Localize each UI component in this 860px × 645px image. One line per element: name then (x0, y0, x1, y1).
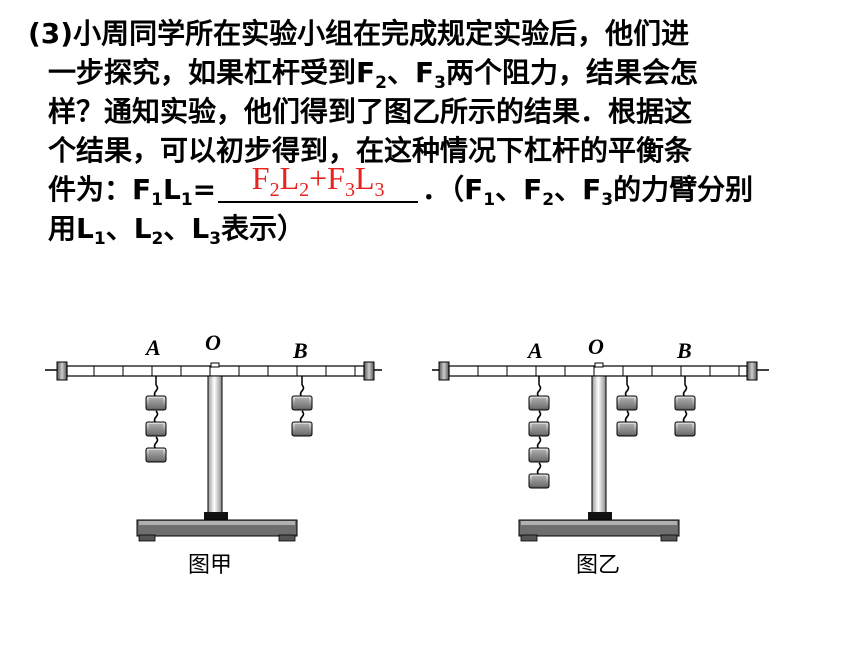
lever-figure-right: A O B 图乙 (432, 334, 769, 578)
label-o-right: O (588, 334, 604, 359)
question-line-6: 用L1、L2、L3表示） (48, 212, 306, 249)
answer-blank: F2L2+F3L3 (218, 160, 419, 203)
question-line-2: 一步探究，如果杠杆受到F2、F3两个阻力，结果会怎 (48, 56, 698, 93)
question-text: (3)小周同学所在实验小组在完成规定实验后，他们进 一步探究，如果杠杆受到F2、… (28, 14, 848, 248)
caption-right: 图乙 (576, 553, 620, 578)
label-b-right: B (676, 338, 692, 363)
label-o-left: O (205, 330, 221, 355)
caption-left: 图甲 (188, 553, 232, 578)
question-line-5: 件为：F1L1=F2L2+F3L3．（F1、F2、F3的力臂分别 (48, 160, 754, 210)
answer-text: F2L2+F3L3 (251, 160, 385, 201)
question-line-4: 个结果，可以初步得到，在这种情况下杠杆的平衡条 (48, 134, 693, 167)
lever-figures: A O B 图甲 A O B 图乙 (45, 330, 769, 578)
question-line-3: 样？通知实验，他们得到了图乙所示的结果．根据这 (48, 95, 693, 128)
question-number: (3) (28, 17, 74, 50)
label-a-left: A (144, 335, 161, 360)
label-a-right: A (526, 338, 543, 363)
question-line-1: (3)小周同学所在实验小组在完成规定实验后，他们进 (28, 17, 690, 50)
lever-figure-left: A O B 图甲 (45, 330, 382, 578)
label-b-left: B (292, 338, 308, 363)
